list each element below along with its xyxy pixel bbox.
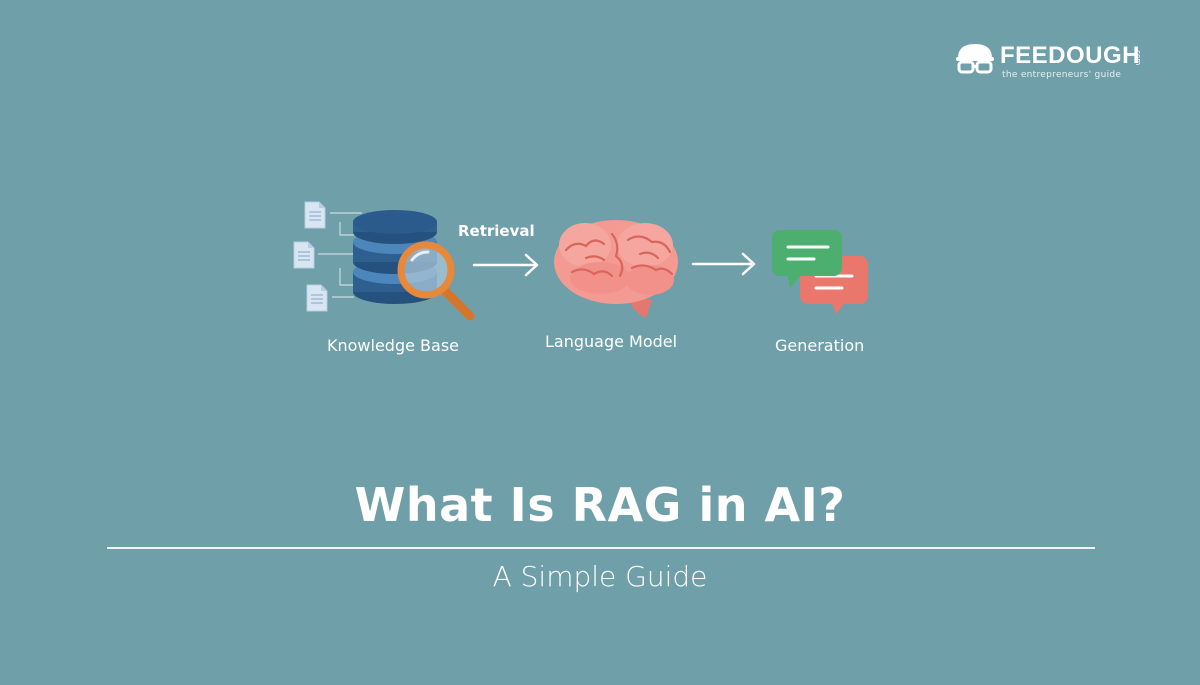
logo-tagline: the entrepreneurs' guide <box>1002 70 1122 80</box>
diagram-graphics <box>293 201 868 321</box>
page-title: What Is RAG in AI? <box>354 478 846 532</box>
retrieval-label: Retrieval <box>458 222 535 240</box>
feedough-logo[interactable]: FEEDOUGH .com the entrepreneurs' guide <box>952 40 1162 90</box>
brain-icon <box>554 220 678 318</box>
magnifier-icon <box>397 241 475 321</box>
title-divider <box>107 547 1095 549</box>
arrow-right-icon <box>472 253 539 277</box>
document-icon <box>306 284 328 312</box>
document-connectors <box>318 212 362 298</box>
logo-wordmark: FEEDOUGH <box>1000 42 1141 69</box>
arrow-right-icon <box>691 252 756 276</box>
rag-diagram: Retrieval Knowledge Base Language Model … <box>293 201 868 355</box>
document-icon <box>304 201 326 229</box>
glasses-logo-icon <box>956 44 994 74</box>
chat-bubbles-icon <box>772 230 868 314</box>
generation-label: Generation <box>775 336 865 355</box>
document-icon <box>293 241 315 269</box>
page-subtitle: A Simple Guide <box>492 560 708 593</box>
language-model-label: Language Model <box>545 332 678 351</box>
knowledge-base-label: Knowledge Base <box>327 336 459 355</box>
